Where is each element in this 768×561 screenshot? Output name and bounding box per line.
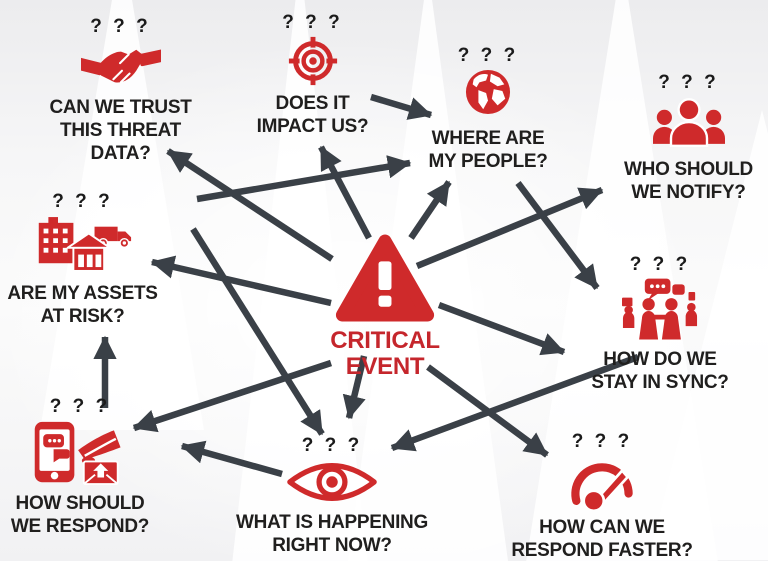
phone-megaphone-mail-icon [34,421,121,486]
question-marks: ? ? ? [658,72,719,93]
critical-event-node: CRITICAL EVENT [310,232,460,380]
question-node-happening: ? ? ? WHAT IS HAPPENING RIGHT NOW? [230,435,434,557]
question-label: WHO SHOULD WE NOTIFY? [624,159,753,203]
warning-triangle-icon [335,234,435,322]
question-label: DOES IT IMPACT US? [256,93,369,137]
question-node-respond: ? ? ? HOW SHOULD WE RESPOND? [0,396,160,538]
critical-event-label: CRITICAL EVENT [330,327,440,380]
question-label: HOW DO WE STAY IN SYNC? [591,349,729,393]
speedometer-icon [571,463,633,510]
question-node-assets: ? ? ? ARE MY [0,191,165,328]
question-label: HOW SHOULD WE RESPOND? [10,493,150,537]
question-node-notify: ? ? ? WHO SHOULD WE NOTIFY? [606,72,768,204]
question-node-impact: ? ? ? DOES IT IMPACT US? [235,12,390,138]
question-marks: ? ? ? [629,254,691,275]
question-marks: ? ? ? [457,45,519,66]
question-node-sync: ? ? ? HOW DO WE STAY IN [575,254,745,394]
question-label: HOW CAN WE RESPOND FASTER? [511,517,693,561]
people-group-icon [652,98,725,147]
question-node-trust: ? ? ? CAN WE TRUST THIS THREAT DATA? [28,16,213,165]
target-icon [288,36,337,86]
question-marks: ? ? ? [52,191,113,212]
question-label: ARE MY ASSETS AT RISK? [7,283,158,327]
eye-icon [287,463,377,501]
globe-icon [465,69,511,115]
handshake-icon [80,49,161,84]
question-marks: ? ? ? [90,16,151,37]
question-node-people: ? ? ? WHERE ARE MY PEOPLE? [408,45,568,173]
question-marks: ? ? ? [301,435,363,456]
conversation-icon [622,278,698,340]
buildings-truck-icon [38,217,131,272]
question-marks: ? ? ? [49,396,111,417]
question-marks: ? ? ? [282,12,343,33]
question-label: WHAT IS HAPPENING RIGHT NOW? [236,512,428,556]
question-label: WHERE ARE MY PEOPLE? [428,128,548,172]
question-marks: ? ? ? [571,431,633,452]
question-label: CAN WE TRUST THIS THREAT DATA? [49,97,192,164]
question-node-faster: ? ? ? HOW CAN WE RESPOND FASTER? [503,431,701,561]
